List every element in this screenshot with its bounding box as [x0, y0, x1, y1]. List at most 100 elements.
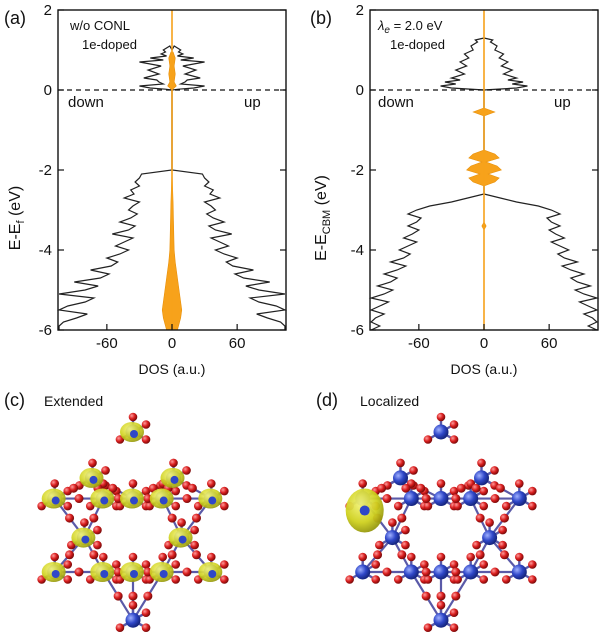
silicon-atom — [474, 470, 489, 486]
oxygen-atom — [449, 486, 459, 496]
silicon-atom — [482, 530, 498, 546]
oxygen-atom — [423, 575, 433, 584]
y-tick-label-b: 0 — [356, 82, 364, 99]
oxygen-atom — [528, 486, 537, 496]
bridging-oxygen-atom — [456, 483, 466, 493]
oxygen-atom — [528, 560, 537, 569]
oxygen-atom — [63, 560, 73, 569]
silicon-atom — [463, 491, 479, 507]
oxygen-atom — [141, 435, 151, 444]
oxygen-atom — [112, 560, 121, 569]
y-tick-label-a: 2 — [44, 2, 52, 19]
x-tick-label-b: -60 — [408, 335, 430, 352]
oxygen-atom — [490, 466, 499, 475]
y-axis-label-a: E-Ef (eV) — [7, 186, 27, 250]
oxygen-atom — [169, 458, 178, 468]
oxygen-atom — [423, 623, 433, 632]
silicon-core — [208, 496, 217, 505]
bridging-oxygen-atom — [421, 567, 431, 577]
bridging-oxygen-atom — [182, 494, 192, 504]
note-b-line2: 1e-doped — [390, 37, 445, 52]
bridging-oxygen-atom — [143, 591, 153, 601]
bridging-oxygen-atom — [490, 494, 500, 504]
oxygen-atom — [436, 600, 446, 610]
isosurface — [345, 488, 384, 533]
silicon-atom — [355, 564, 371, 580]
oxygen-atom — [50, 552, 59, 562]
silicon-core — [130, 496, 138, 505]
silicon-atom — [393, 470, 408, 486]
silicon-core — [89, 475, 98, 484]
oxygen-atom — [190, 525, 199, 535]
bridging-oxygen-atom — [74, 494, 84, 504]
silicon-core — [159, 496, 168, 505]
bridging-oxygen-atom — [65, 513, 75, 523]
oxygen-atom — [409, 466, 418, 475]
spin-up-label-a: up — [244, 94, 261, 111]
y-tick-label-a: -6 — [39, 322, 52, 339]
oxygen-atom — [93, 540, 102, 550]
bridging-oxygen-atom — [397, 550, 407, 560]
oxygen-atom — [128, 552, 138, 562]
oxygen-atom — [141, 608, 151, 617]
oxygen-atom — [449, 420, 459, 429]
bridging-oxygen-atom — [382, 567, 392, 577]
y-tick-label-b: -6 — [351, 322, 364, 339]
bridging-oxygen-atom — [167, 513, 177, 523]
oxygen-atom — [128, 600, 138, 610]
bridging-oxygen-atom — [451, 591, 461, 601]
oxygen-atom — [515, 552, 524, 562]
silicon-atom — [403, 491, 419, 507]
panel-label-c: (c) — [4, 390, 25, 410]
lattice-localized — [345, 412, 537, 632]
oxygen-atom — [423, 501, 433, 511]
spin-up-label-b: up — [554, 94, 571, 111]
silicon-atom — [433, 564, 449, 580]
silicon-core — [208, 569, 217, 578]
oxygen-atom — [220, 501, 229, 511]
oxygen-atom — [182, 466, 191, 475]
bridging-oxygen-atom — [373, 550, 383, 560]
oxygen-atom — [498, 525, 507, 535]
silicon-atom — [433, 491, 449, 507]
oxygen-atom — [393, 575, 403, 584]
bridging-oxygen-atom — [401, 483, 411, 493]
y-tick-label-a: -4 — [39, 242, 52, 259]
bridging-oxygen-atom — [475, 513, 485, 523]
bridging-oxygen-atom — [65, 550, 75, 560]
x-tick-label-a: 60 — [229, 335, 246, 352]
bridging-oxygen-atom — [490, 567, 500, 577]
oxygen-atom — [449, 560, 459, 569]
bridging-oxygen-atom — [113, 591, 123, 601]
y-tick-label-a: 0 — [44, 82, 52, 99]
oxygen-atom — [407, 552, 416, 562]
total-dos-down-a — [56, 45, 173, 330]
oxygen-atom — [171, 560, 181, 569]
isosurface — [41, 422, 223, 582]
bridging-oxygen-atom — [69, 483, 79, 493]
oxygen-atom — [63, 501, 73, 511]
x-tick-label-b: 60 — [541, 335, 558, 352]
silicon-atom — [433, 612, 449, 628]
x-tick-label-a: 0 — [168, 335, 176, 352]
bridging-oxygen-atom — [397, 513, 407, 523]
silicon-core — [359, 505, 370, 516]
oxygen-atom — [115, 623, 125, 632]
oxygen-atom — [358, 552, 368, 562]
total-dos-up-a — [171, 45, 288, 330]
oxygen-atom — [498, 540, 507, 550]
silicon-core — [81, 535, 90, 544]
oxygen-atom — [141, 486, 151, 496]
oxygen-atom — [207, 552, 216, 562]
total-dos-down-b — [368, 37, 485, 331]
silicon-core — [130, 430, 138, 438]
oxygen-atom — [220, 575, 229, 584]
oxygen-atom — [528, 575, 537, 584]
oxygen-atom — [88, 458, 97, 468]
bridging-oxygen-atom — [191, 550, 201, 560]
bridging-oxygen-atom — [89, 513, 99, 523]
silicon-atom — [463, 564, 479, 580]
oxygen-atom — [375, 540, 384, 550]
title-c: Extended — [44, 393, 103, 409]
